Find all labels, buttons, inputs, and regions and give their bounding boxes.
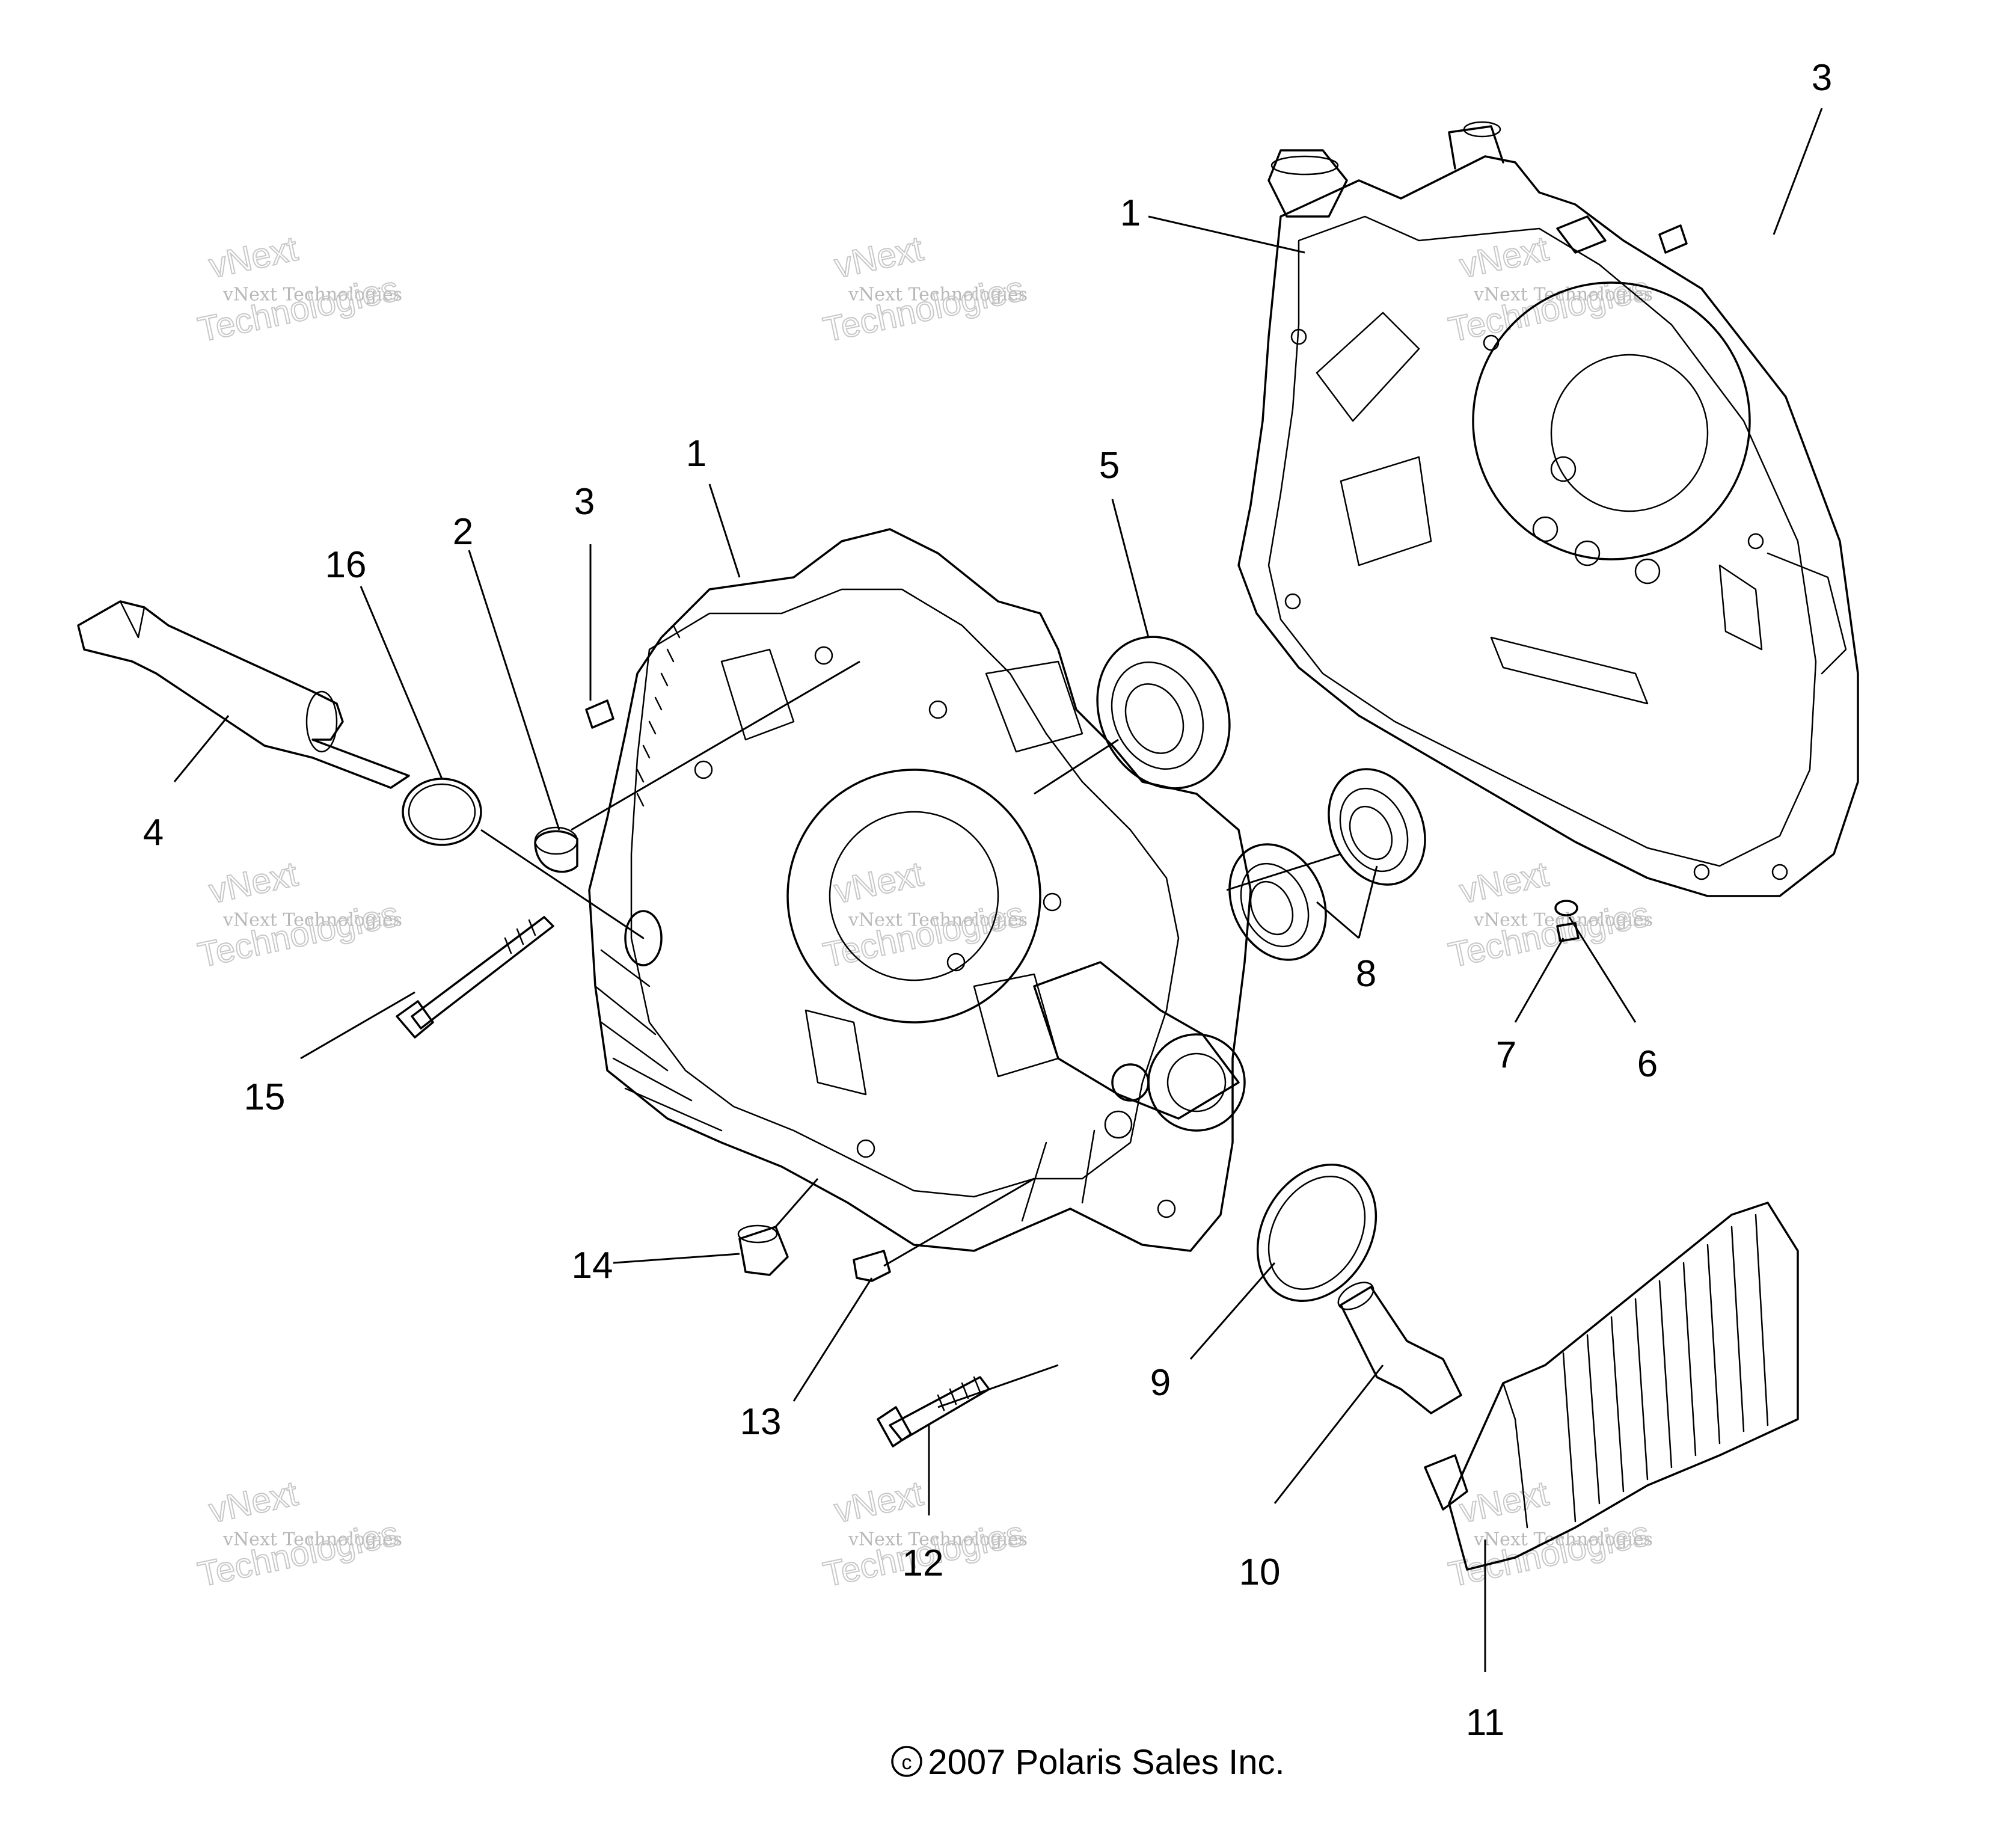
oil-cooler [1424, 1202, 1799, 1571]
svg-text:vNext: vNext [1456, 855, 1552, 911]
callout-5: 5 [1099, 445, 1120, 487]
watermark: vNext vNext Technologies Technologies [194, 1473, 403, 1595]
gasket [1256, 1164, 1378, 1302]
bearing-small-lower [1228, 843, 1327, 961]
o-ring [402, 778, 482, 846]
svg-text:vNext: vNext [1456, 229, 1552, 286]
svg-text:vNext Technologies: vNext Technologies [1473, 909, 1653, 930]
dipstick [77, 600, 410, 789]
callout-1-left: 1 [686, 433, 706, 474]
svg-text:vNext Technologies: vNext Technologies [1473, 284, 1653, 305]
svg-text:vNext: vNext [1456, 1474, 1552, 1530]
callout-15: 15 [244, 1076, 286, 1118]
callout-6: 6 [1637, 1043, 1658, 1085]
dowel-bushing [534, 826, 578, 873]
svg-text:vNext: vNext [831, 1474, 927, 1530]
copyright-c-glyph: c [902, 1751, 912, 1774]
callout-8: 8 [1356, 953, 1376, 995]
callout-1-right: 1 [1120, 192, 1141, 234]
watermark: vNext vNext Technologies Technologies [1445, 1473, 1653, 1595]
svg-text:vNext: vNext [206, 229, 301, 286]
callout-2: 2 [453, 511, 473, 553]
svg-text:vNext: vNext [206, 1474, 301, 1530]
nut-7 [1556, 922, 1580, 942]
watermarks: vNext vNext Technologies Technologies vN… [194, 229, 1653, 1595]
bearing-large [1096, 636, 1231, 790]
callout-13: 13 [740, 1401, 782, 1443]
bearing-small-upper [1328, 768, 1426, 886]
callout-3-right: 3 [1812, 57, 1832, 99]
plug-14 [737, 1224, 789, 1276]
svg-text:vNext Technologies: vNext Technologies [848, 284, 1028, 305]
leader-lines [173, 108, 1823, 1672]
callout-16: 16 [325, 544, 367, 586]
copyright-notice: c 2007 Polaris Sales Inc. [891, 1743, 1285, 1782]
callout-3-left: 3 [574, 481, 595, 523]
svg-text:vNext: vNext [206, 855, 301, 911]
hose-fitting [1337, 1282, 1462, 1414]
watermark: vNext vNext Technologies Technologies [1445, 229, 1653, 351]
callout-12: 12 [903, 1543, 944, 1584]
copyright-symbol-icon [891, 1746, 922, 1777]
watermark: vNext vNext Technologies Technologies [820, 854, 1028, 976]
crankcase-half-right [1237, 121, 1859, 897]
watermark: vNext vNext Technologies Technologies [194, 229, 403, 351]
svg-text:vNext Technologies: vNext Technologies [222, 1529, 402, 1550]
watermark: vNext vNext Technologies Technologies [820, 229, 1028, 351]
svg-text:vNext Technologies: vNext Technologies [848, 1529, 1028, 1550]
callout-10: 10 [1239, 1552, 1281, 1593]
callout-7: 7 [1496, 1034, 1516, 1076]
svg-text:vNext Technologies: vNext Technologies [1473, 1529, 1653, 1550]
svg-text:vNext: vNext [831, 229, 927, 286]
washer-6 [1554, 900, 1578, 916]
plug-13 [853, 1250, 891, 1282]
svg-text:vNext: vNext [831, 855, 927, 911]
callout-4: 4 [143, 812, 164, 853]
watermark: vNext vNext Technologies Technologies [194, 854, 403, 976]
callout-11: 11 [1466, 1702, 1504, 1743]
callouts: 1 1 2 3 3 4 5 6 7 8 9 10 11 12 13 14 15 … [143, 57, 1832, 1743]
callout-14: 14 [572, 1245, 613, 1286]
svg-text:vNext Technologies: vNext Technologies [222, 284, 402, 305]
svg-text:vNext Technologies: vNext Technologies [848, 909, 1028, 930]
svg-text:vNext Technologies: vNext Technologies [222, 909, 402, 930]
watermark: vNext vNext Technologies Technologies [1445, 854, 1653, 976]
dowel-pin-right [1658, 224, 1688, 254]
copyright-text: 2007 Polaris Sales Inc. [928, 1743, 1284, 1782]
crankcase-half-left [588, 528, 1252, 1252]
bolt-12 [877, 1376, 990, 1447]
bolt-15 [396, 916, 554, 1039]
dowel-pin-left [585, 699, 614, 729]
callout-9: 9 [1150, 1362, 1171, 1404]
